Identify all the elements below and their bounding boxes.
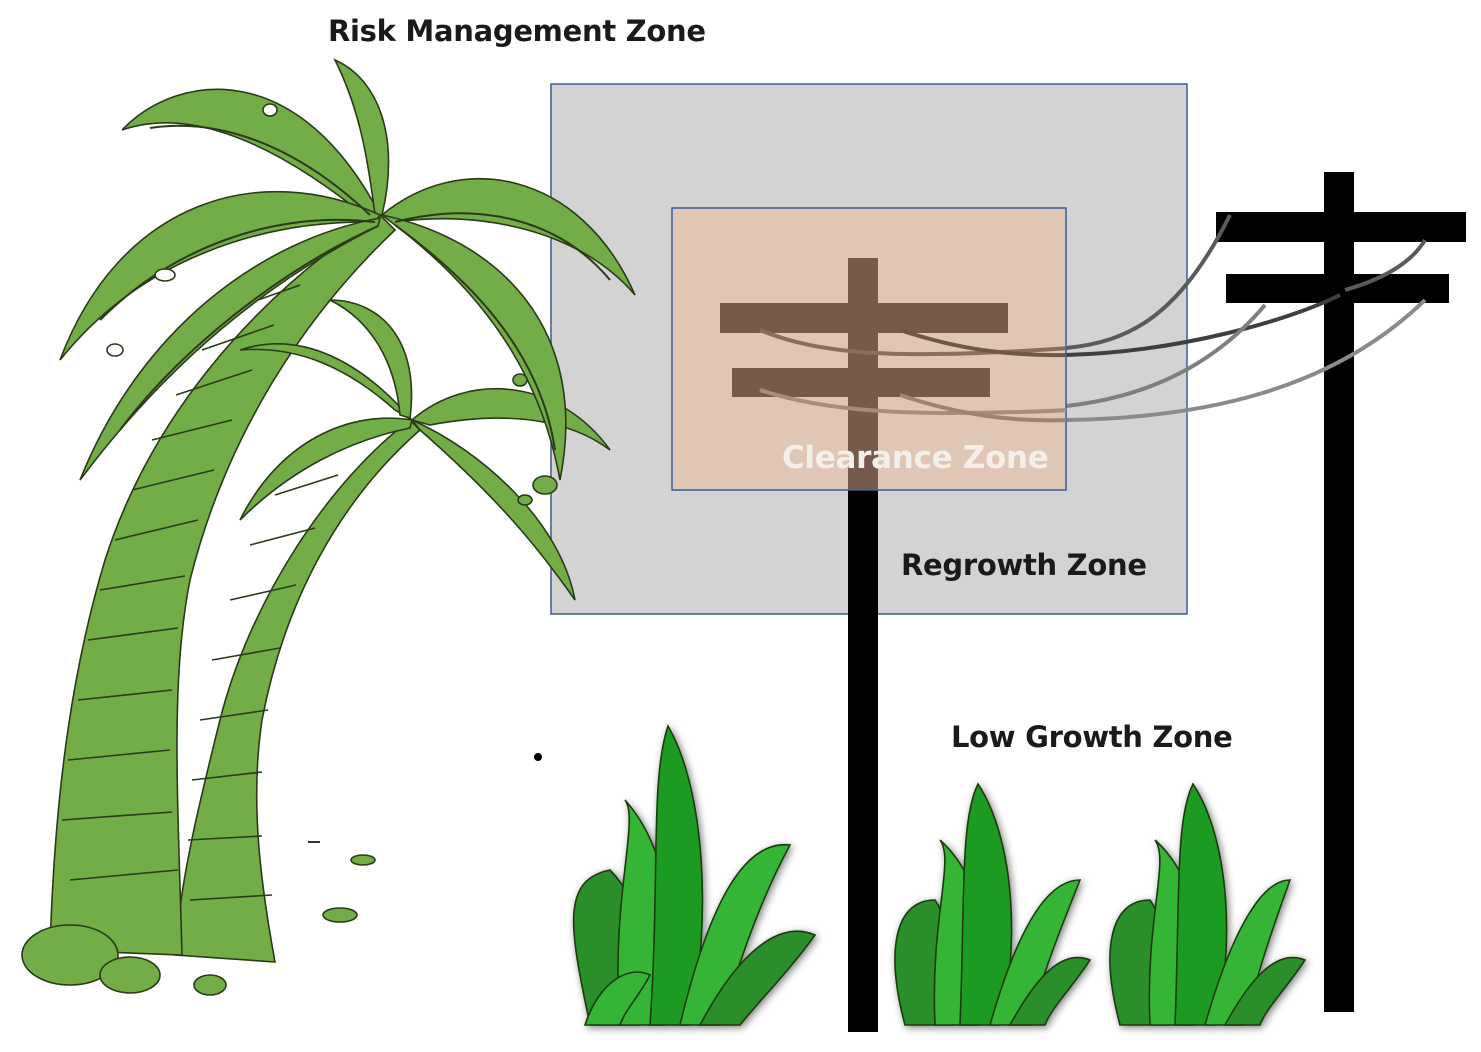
utility-pole-faded-icon bbox=[720, 258, 1066, 490]
utility-pole-icon bbox=[1216, 172, 1466, 1012]
grass-shrub-icon bbox=[894, 782, 1092, 1026]
grass-shrub-icon bbox=[572, 724, 817, 1026]
risk-management-zone-label: Risk Management Zone bbox=[328, 14, 706, 48]
grass-shrub-icon bbox=[1109, 782, 1307, 1026]
clearance-zone-label: Clearance Zone bbox=[782, 440, 1049, 476]
regrowth-zone-label: Regrowth Zone bbox=[901, 548, 1147, 582]
low-growth-zone-label: Low Growth Zone bbox=[951, 720, 1233, 754]
palm-tree-icon bbox=[21, 58, 636, 996]
power-line-icon bbox=[1065, 214, 1427, 422]
utility-pole-lower bbox=[848, 490, 878, 1032]
dot-marker bbox=[534, 753, 542, 761]
